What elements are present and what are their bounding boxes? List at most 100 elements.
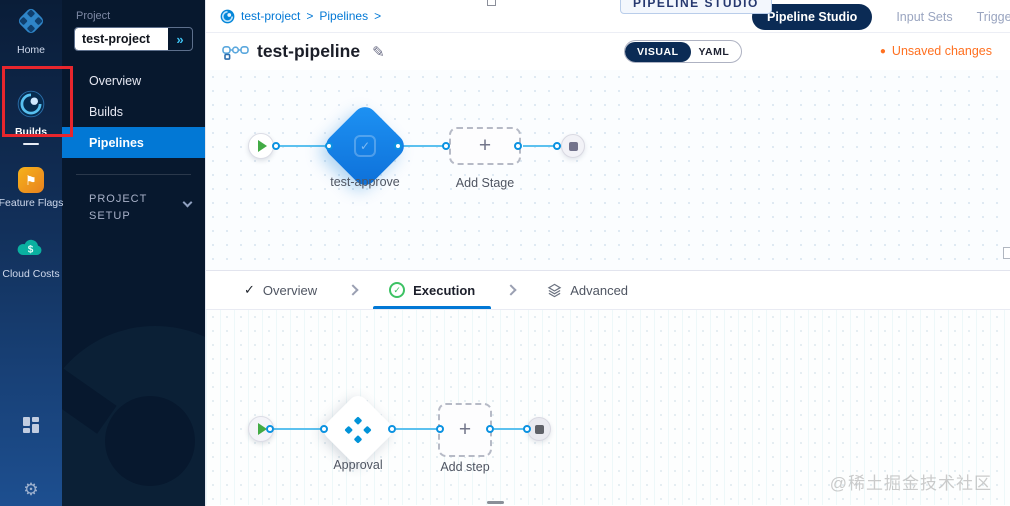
- edge: [523, 145, 562, 147]
- dashboards-button[interactable]: [0, 416, 62, 438]
- pipeline-start-node[interactable]: [248, 133, 274, 159]
- nav-divider: [76, 174, 191, 175]
- layers-icon: [547, 283, 562, 298]
- chevron-right-icon: [505, 284, 517, 296]
- nav-item-builds[interactable]: Builds: [62, 96, 205, 127]
- toggle-visual[interactable]: VISUAL: [625, 41, 691, 62]
- toggle-yaml[interactable]: YAML: [698, 45, 730, 58]
- unsaved-changes-label: Unsaved changes: [891, 44, 992, 58]
- add-step-button[interactable]: +: [438, 403, 492, 457]
- clipped-bottom-artifact: [487, 501, 504, 504]
- step-node-approval[interactable]: [319, 391, 397, 469]
- edge-connector[interactable]: [442, 142, 450, 150]
- edge: [396, 428, 440, 430]
- sidebar-item-label: Builds: [14, 125, 48, 138]
- breadcrumb-separator: >: [374, 9, 382, 23]
- edge-connector[interactable]: [523, 425, 531, 433]
- main-content: test-project > Pipelines > Pipeline Stud…: [205, 0, 1010, 506]
- edge-connector[interactable]: [388, 425, 396, 433]
- execution-step-canvas: + Approval Add step: [206, 310, 1010, 505]
- project-selector-value: test-project: [75, 28, 168, 50]
- clipped-edge-artifact: [1003, 247, 1010, 259]
- edge-connector[interactable]: [553, 142, 561, 150]
- harness-logo-icon: [16, 6, 46, 40]
- edge: [494, 428, 531, 430]
- project-setup-label: PROJECT SETUP: [89, 193, 148, 222]
- tab-execution[interactable]: ✓ Execution: [373, 271, 492, 309]
- pipeline-header: test-pipeline ✎ VISUAL YAML ● Unsaved ch…: [206, 33, 1010, 70]
- stage-canvas: ✓ + test-approve Add Stage: [206, 70, 1010, 271]
- edge-connector[interactable]: [272, 142, 280, 150]
- nav-item-label: Overview: [89, 73, 142, 88]
- project-selector[interactable]: test-project »: [74, 27, 193, 51]
- feature-flags-icon: ⚑: [18, 167, 44, 194]
- edge-connector[interactable]: [514, 142, 522, 150]
- sidebar-item-label: Cloud Costs: [2, 267, 60, 280]
- sidebar-item-label: Home: [16, 43, 45, 56]
- visual-yaml-toggle: VISUAL YAML: [624, 40, 743, 63]
- play-icon: [258, 423, 267, 435]
- stop-icon: [534, 424, 544, 434]
- edit-pencil-icon[interactable]: ✎: [372, 43, 385, 61]
- triggers-link[interactable]: Triggers: [976, 9, 1010, 24]
- cloud-costs-icon: $: [16, 236, 46, 264]
- step-node-label: Approval: [333, 458, 383, 472]
- nav-item-label: Pipelines: [89, 135, 144, 150]
- sidebar-item-cloud-costs[interactable]: $ Cloud Costs: [0, 236, 62, 280]
- topbar-right-nav: Pipeline Studio Input Sets Triggers: [752, 0, 1010, 33]
- breadcrumb-pipelines-link[interactable]: Pipelines: [319, 9, 369, 23]
- left-rail: Home Builds ⚑ Feature Flags $ Cloud Cost…: [0, 0, 64, 506]
- gear-icon: ⚙: [23, 479, 39, 499]
- unsaved-changes-badge: ● Unsaved changes: [880, 44, 992, 58]
- builds-active-underline: [23, 143, 39, 146]
- add-step-label: Add step: [440, 460, 490, 474]
- chevron-right-icon: [347, 284, 359, 296]
- sidebar-item-feature-flags[interactable]: ⚑ Feature Flags: [0, 167, 64, 210]
- project-setup-toggle[interactable]: PROJECT SETUP: [89, 191, 193, 224]
- tab-label: Execution: [413, 282, 476, 298]
- edge-connector[interactable]: [436, 425, 444, 433]
- input-sets-link[interactable]: Input Sets: [896, 9, 953, 24]
- edge-connector[interactable]: [394, 142, 402, 150]
- breadcrumb-project-link[interactable]: test-project: [241, 9, 301, 23]
- sidebar-item-builds[interactable]: Builds: [0, 90, 62, 146]
- orange-dot-icon: ●: [879, 45, 886, 57]
- edge: [274, 428, 324, 430]
- nav-item-pipelines[interactable]: Pipelines: [62, 127, 205, 158]
- chevron-down-icon: [182, 197, 193, 208]
- tab-label: Overview: [262, 282, 318, 298]
- nav-item-overview[interactable]: Overview: [62, 65, 205, 96]
- pipeline-studio-button[interactable]: Pipeline Studio: [752, 3, 873, 30]
- tab-advanced[interactable]: Advanced: [535, 271, 640, 309]
- settings-button[interactable]: ⚙: [0, 480, 62, 500]
- sidebar-item-home[interactable]: Home: [0, 6, 62, 56]
- pipeline-end-node[interactable]: [561, 134, 585, 158]
- builds-mini-icon: [220, 9, 235, 24]
- edge-connector[interactable]: [325, 142, 333, 150]
- chevron-double-right-icon[interactable]: »: [176, 31, 184, 47]
- edge-connector[interactable]: [486, 425, 494, 433]
- builds-ci-icon: [17, 90, 45, 122]
- approval-check-icon: ✓: [354, 135, 376, 157]
- project-nav: Project test-project » Overview Builds P…: [62, 0, 205, 506]
- edge-connector[interactable]: [320, 425, 328, 433]
- sidebar-item-label: Feature Flags: [0, 197, 64, 210]
- edge: [274, 145, 332, 147]
- add-stage-button[interactable]: +: [449, 127, 521, 165]
- play-icon: [258, 140, 267, 152]
- tab-overview[interactable]: ✓ Overview: [232, 271, 329, 309]
- harness-approval-icon: [344, 416, 372, 444]
- watermark-text: @稀土掘金技术社区: [829, 474, 992, 493]
- plus-icon: +: [478, 134, 492, 157]
- edge: [402, 145, 449, 147]
- add-stage-label: Add Stage: [455, 176, 515, 190]
- breadcrumb-separator: >: [306, 9, 314, 23]
- svg-text:$: $: [28, 244, 34, 255]
- pipeline-title: test-pipeline: [257, 41, 361, 61]
- edge-connector[interactable]: [266, 425, 274, 433]
- clipped-checkbox-artifact: [487, 0, 496, 6]
- nav-item-label: Builds: [89, 104, 124, 119]
- stop-icon: [568, 141, 578, 151]
- check-icon: ✓: [244, 282, 255, 297]
- stage-config-tabs: ✓ Overview ✓ Execution Advanced: [206, 271, 1010, 310]
